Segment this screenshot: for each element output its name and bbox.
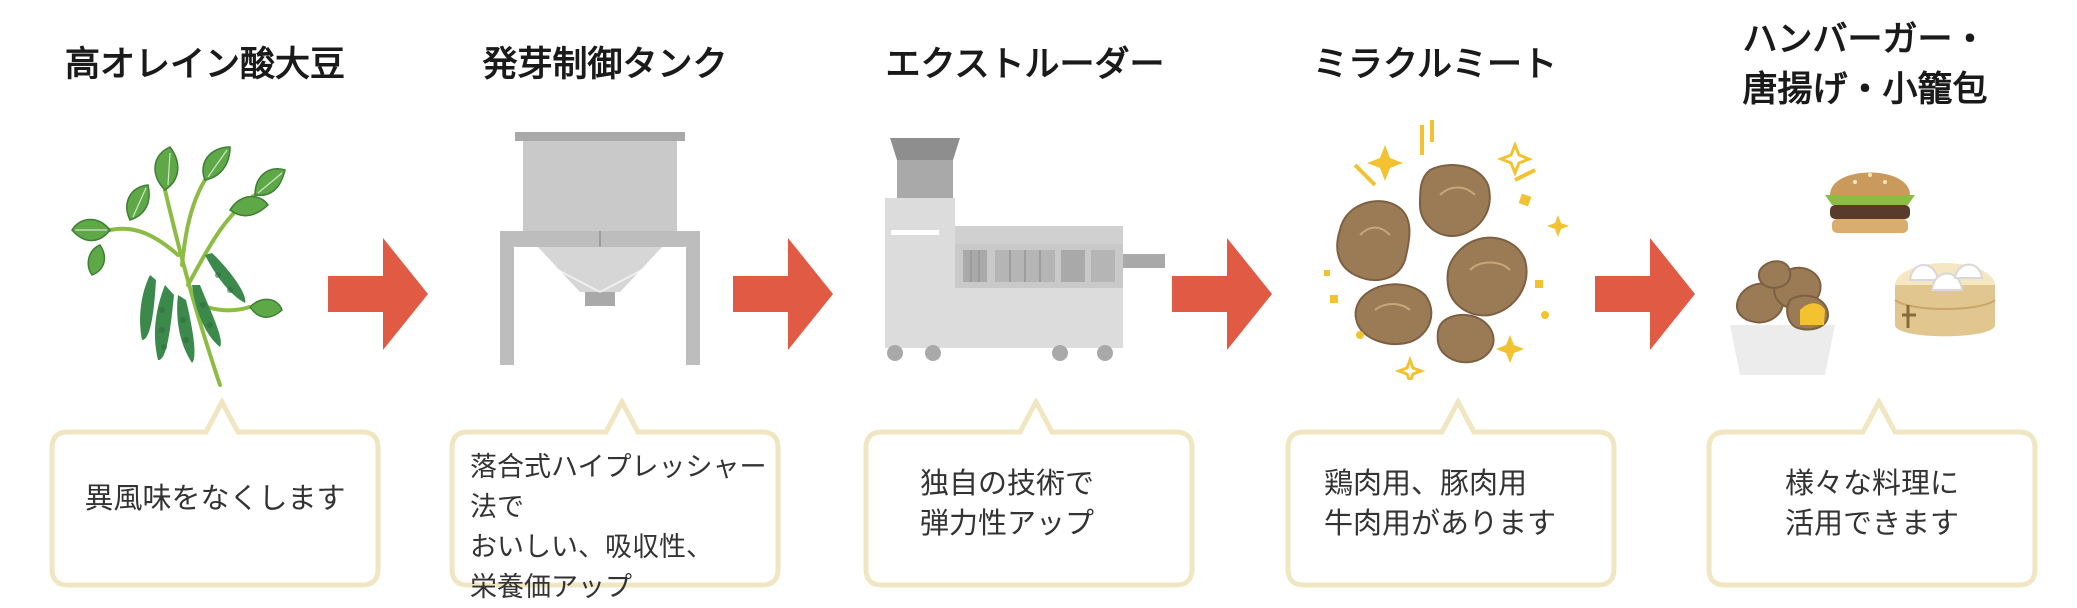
- caption-bubble-germination-tank: 落合式ハイプレッシャー法で おいしい、吸収性、 栄養価アップ: [446, 398, 784, 603]
- bubble-outline: [1285, 398, 1617, 588]
- caption-text-dishes: 様々な料理に 活用できます: [1784, 466, 1959, 540]
- bubble-outline: [863, 398, 1195, 588]
- miracle-meat-illustration: [1324, 120, 1569, 380]
- extruder-illustration: [885, 138, 1165, 361]
- caption-bubble-miracle-meat: 鶏肉用、豚肉用 牛肉用があります: [1282, 398, 1620, 591]
- caption-text-extruder: 独自の技術で 弾力性アップ: [920, 466, 1095, 540]
- flow-arrow-3: [1172, 238, 1272, 350]
- stage-title-extruder: エクストルーダー: [885, 45, 1165, 85]
- stage-title-soybean: 高オレイン酸大豆: [64, 45, 345, 85]
- hamburger-icon: [1825, 172, 1915, 233]
- stage-title-miracle-meat: ミラクルミート: [1313, 45, 1557, 85]
- bubble-outline: [49, 398, 381, 588]
- caption-bubble-dishes: 様々な料理に 活用できます: [1703, 398, 2041, 591]
- xiaolongbao-icon: [1894, 263, 1996, 337]
- flow-arrow-4: [1595, 238, 1695, 350]
- stage-title-dishes: ハンバーガー・ 唐揚げ・小籠包: [1742, 20, 1988, 110]
- caption-text-miracle-meat: 鶏肉用、豚肉用 牛肉用があります: [1324, 466, 1557, 540]
- caption-text-germination-tank: 落合式ハイプレッシャー法で おいしい、吸収性、 栄養価アップ: [470, 452, 767, 603]
- flow-arrow-1: [328, 238, 428, 350]
- caption-bubble-extruder: 独自の技術で 弾力性アップ: [860, 398, 1198, 591]
- flow-arrow-2: [733, 238, 833, 350]
- bubble-outline: [449, 398, 781, 588]
- caption-bubble-soybean: 異風味をなくします: [46, 398, 384, 591]
- caption-text-soybean: 異風味をなくします: [84, 481, 346, 515]
- bubble-outline: [1706, 398, 2038, 588]
- dishes-illustration: [1730, 172, 1996, 375]
- soybean-plant-illustration: [71, 146, 286, 387]
- karaage-icon: [1730, 260, 1835, 375]
- germination-tank-illustration: [500, 132, 700, 365]
- stage-title-germination-tank: 発芽制御タンク: [482, 45, 728, 85]
